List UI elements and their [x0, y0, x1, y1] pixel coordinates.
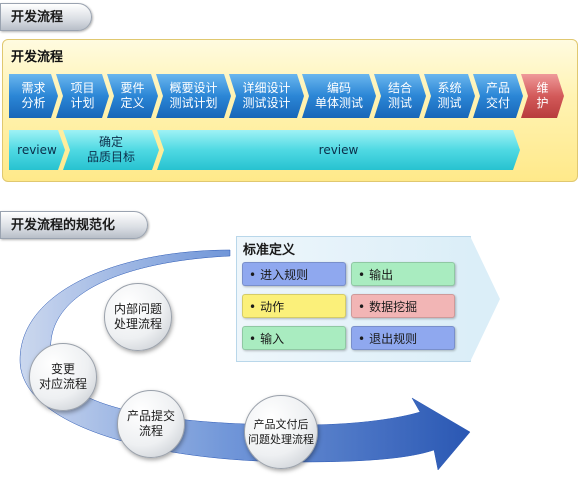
step-coding-unit-test: 编码 单体测试	[302, 74, 376, 118]
item-action: •动作	[242, 294, 346, 318]
item-label: 进入规则	[260, 268, 309, 282]
step-requirement-definition: 要件 定义	[107, 74, 158, 118]
step-project-plan: 项目 计划	[56, 74, 109, 118]
item-label: 数据挖掘	[369, 300, 418, 314]
item-label: 退出规则	[369, 332, 418, 346]
step-outline-design: 概要设计 测试计划	[156, 74, 231, 118]
bubble-change-process: 变更 对应流程	[29, 343, 97, 411]
item-data-mining: •数据挖掘	[351, 294, 455, 318]
bar-review-2: review	[157, 130, 520, 170]
bar-quality-target: 确定 品质目标	[63, 130, 159, 170]
item-label: 输出	[369, 268, 394, 282]
item-label: 输入	[260, 332, 285, 346]
step-integration-test: 结合 测试	[374, 74, 426, 118]
step-system-test: 系统 测试	[424, 74, 475, 118]
item-exit-rule: •退出规则	[351, 326, 455, 350]
item-entry-rule: •进入规则	[242, 262, 346, 286]
step-product-delivery: 产品 交付	[473, 74, 523, 118]
bubble-post-delivery-issue-process: 产品文付后 问题处理流程	[244, 395, 318, 469]
section-tab-dev-process: 开发流程	[0, 3, 92, 31]
item-label: 动作	[260, 300, 285, 314]
step-maintenance: 维 护	[521, 74, 564, 118]
bubble-product-submit-process: 产品提交 流程	[117, 390, 185, 458]
item-output: •输出	[351, 262, 455, 286]
step-requirements-analysis: 需求 分析	[9, 74, 58, 118]
item-input: •输入	[242, 326, 346, 350]
standard-definition-title: 标准定义	[243, 243, 296, 258]
bubble-internal-issue-process: 内部问题 处理流程	[104, 283, 172, 351]
panel-title: 开发流程	[11, 50, 64, 65]
section-tab-dev-standardization: 开发流程的规范化	[0, 211, 148, 239]
step-detailed-design: 详细设计 测试设计	[229, 74, 304, 118]
bar-review-1: review	[9, 130, 65, 170]
